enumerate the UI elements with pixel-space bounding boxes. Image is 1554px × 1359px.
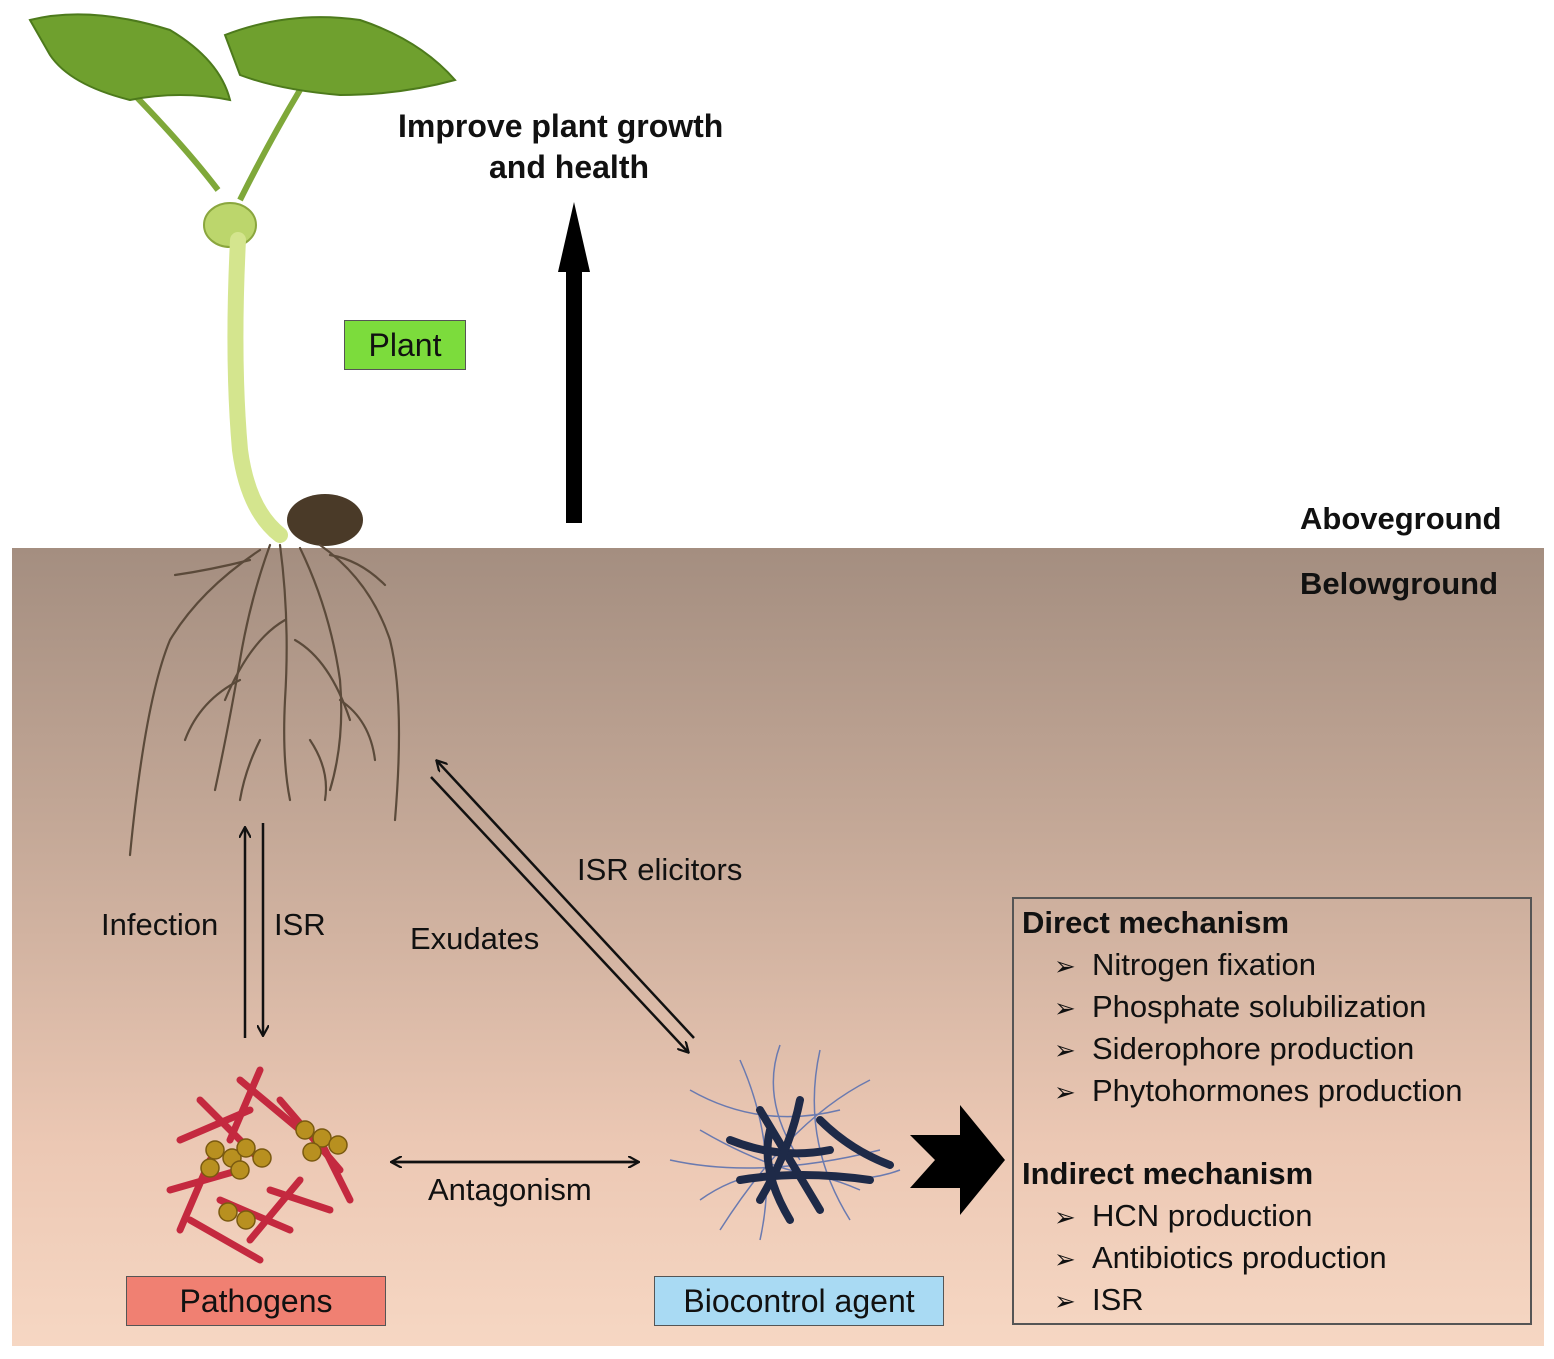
exudates-label: Exudates (410, 921, 540, 956)
exudates-arrow (430, 776, 688, 1052)
mechanisms-box: Direct mechanism ➢Nitrogen fixation ➢Pho… (1012, 897, 1532, 1325)
bullet-arrow-icon: ➢ (1054, 1035, 1076, 1065)
plant-illustration (28, 13, 457, 857)
direct-item: ➢Siderophore production (1054, 1031, 1415, 1066)
belowground-soil (12, 548, 1544, 1346)
bullet-arrow-icon: ➢ (1054, 993, 1076, 1023)
improve-arrow-head (558, 202, 590, 272)
isr-elicitors-arrow (437, 761, 695, 1039)
improve-arrow-shaft (566, 268, 582, 523)
isr-elicitors-label: ISR elicitors (577, 852, 743, 887)
bullet-arrow-icon: ➢ (1054, 1244, 1076, 1274)
direct-item: ➢Nitrogen fixation (1054, 947, 1317, 982)
indirect-item: ➢ISR (1054, 1282, 1144, 1317)
indirect-mechanism-title: Indirect mechanism (1022, 1156, 1314, 1191)
pathogens-illustration (166, 1066, 354, 1264)
direct-item: ➢Phosphate solubilization (1054, 989, 1427, 1024)
belowground-label: Belowground (1300, 566, 1499, 601)
aboveground-label: Aboveground (1300, 501, 1502, 536)
mechanism-block-arrow (910, 1105, 1005, 1215)
direct-item: ➢Phytohormones production (1054, 1073, 1463, 1108)
antagonism-label: Antagonism (428, 1172, 592, 1207)
indirect-item: ➢HCN production (1054, 1198, 1313, 1233)
biocontrol-illustration (669, 1044, 901, 1241)
bullet-arrow-icon: ➢ (1054, 1286, 1076, 1316)
bullet-arrow-icon: ➢ (1054, 1077, 1076, 1107)
plant-label: Plant (344, 320, 466, 370)
infection-label: Infection (101, 907, 219, 942)
pathogens-label: Pathogens (126, 1276, 386, 1326)
direct-mechanism-title: Direct mechanism (1022, 905, 1290, 940)
bullet-arrow-icon: ➢ (1054, 951, 1076, 981)
biocontrol-agent-label: Biocontrol agent (654, 1276, 944, 1326)
isr-label: ISR (274, 907, 326, 942)
bullet-arrow-icon: ➢ (1054, 1202, 1076, 1232)
indirect-item: ➢Antibiotics production (1054, 1240, 1387, 1275)
improve-title-line1: Improve plant growth (398, 108, 724, 144)
improve-title-line2: and health (489, 149, 650, 185)
